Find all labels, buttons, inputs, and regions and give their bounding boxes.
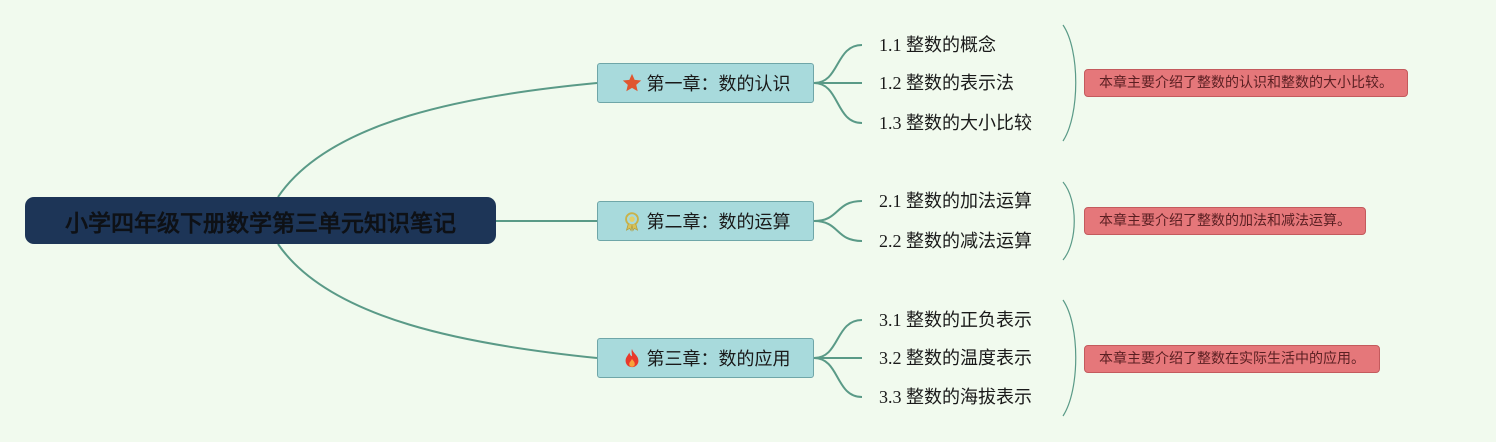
bracket-ch2 [1062, 181, 1075, 261]
connector-ch3-s3 [813, 357, 863, 398]
summary-note-3[interactable]: 本章主要介绍了整数在实际生活中的应用。 [1084, 345, 1380, 373]
chapter-node-1[interactable]: 第一章：数的认识 [597, 63, 814, 103]
medal-icon [621, 210, 643, 232]
section-item[interactable]: 2.2 整数的减法运算 [879, 231, 1032, 251]
chapter-node-3[interactable]: 第三章：数的应用 [597, 338, 814, 378]
root-topic[interactable]: 小学四年级下册数学第三单元知识笔记 [25, 197, 496, 244]
summary-note-2[interactable]: 本章主要介绍了整数的加法和减法运算。 [1084, 207, 1366, 235]
connector-root-ch1 [277, 82, 598, 198]
chapter-label: 第一章：数的认识 [646, 74, 791, 95]
connector-ch2-s1 [813, 200, 863, 222]
section-item[interactable]: 1.2 整数的表示法 [879, 73, 1014, 93]
section-item[interactable]: 1.3 整数的大小比较 [879, 113, 1032, 133]
star-icon [621, 72, 643, 94]
connector-ch1-s1 [813, 44, 863, 84]
chapter-label: 第三章：数的应用 [646, 349, 791, 370]
bracket-ch3 [1062, 299, 1077, 417]
summary-note-1[interactable]: 本章主要介绍了整数的认识和整数的大小比较。 [1084, 69, 1408, 97]
chapter-node-2[interactable]: 第二章：数的运算 [597, 201, 814, 241]
fire-icon [621, 347, 643, 369]
section-item[interactable]: 1.1 整数的概念 [879, 35, 996, 55]
connector-root-ch3 [277, 243, 598, 359]
connector-ch1-s3 [813, 82, 863, 124]
section-item[interactable]: 3.2 整数的温度表示 [879, 348, 1032, 368]
connector-ch2-s2 [813, 220, 863, 242]
section-item[interactable]: 2.1 整数的加法运算 [879, 191, 1032, 211]
section-item[interactable]: 3.3 整数的海拔表示 [879, 387, 1032, 407]
section-item[interactable]: 3.1 整数的正负表示 [879, 310, 1032, 330]
root-title: 小学四年级下册数学第三单元知识笔记 [65, 210, 456, 237]
connector-ch3-s1 [813, 319, 863, 359]
chapter-label: 第二章：数的运算 [646, 212, 791, 233]
bracket-ch1 [1062, 24, 1077, 142]
